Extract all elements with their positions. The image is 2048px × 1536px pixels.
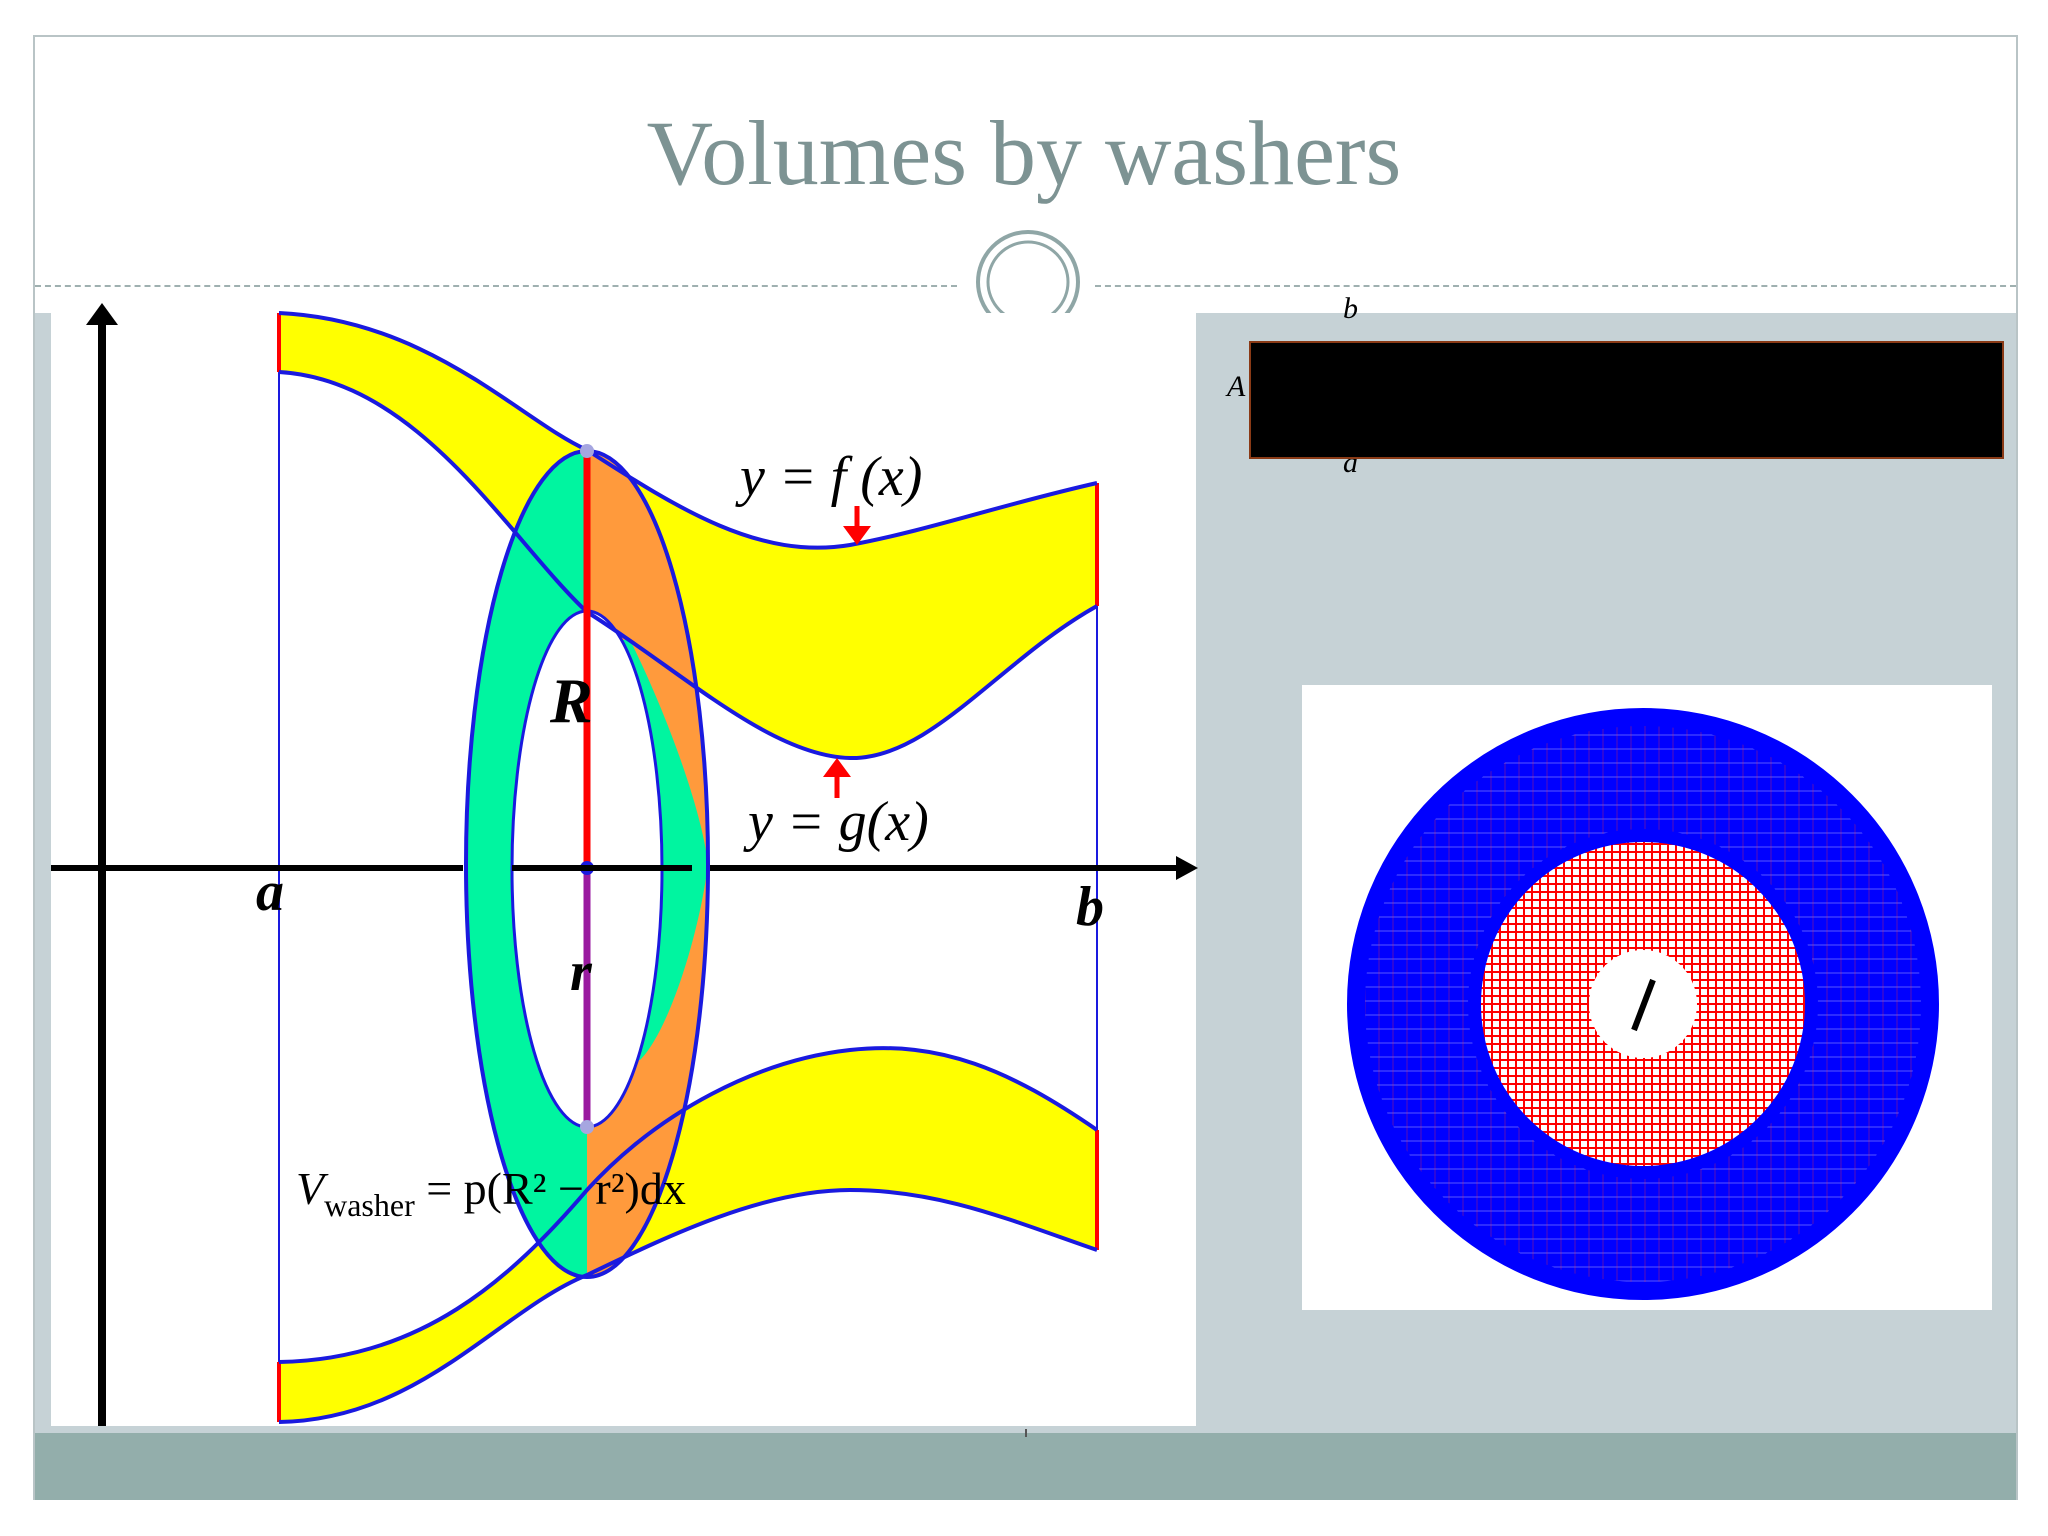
integral-left-char: A xyxy=(1227,370,1246,403)
curve-f-upper xyxy=(278,311,1098,550)
curve-f-lower xyxy=(278,1187,1098,1424)
f-arrow-icon xyxy=(843,526,871,545)
a-label: a xyxy=(256,861,284,923)
r-label: r xyxy=(570,941,593,1003)
center-axis-mark xyxy=(1631,978,1656,1032)
b-label: b xyxy=(1076,876,1104,938)
radius-top-dot xyxy=(580,444,594,458)
integral-upper-limit: b xyxy=(1343,292,1358,325)
curve-g-lower xyxy=(278,1046,1099,1364)
slide-title: Volumes by washers xyxy=(646,102,1402,204)
footer-bar xyxy=(35,1433,2016,1500)
upper-region xyxy=(279,313,1097,759)
formula-redaction-box xyxy=(1249,341,2004,459)
f-curve-label: y = f (x) xyxy=(735,446,922,508)
slide-marker xyxy=(1025,1429,1027,1437)
volume-formula-v: V xyxy=(296,1163,329,1214)
curve-g-upper xyxy=(278,370,1098,761)
volume-formula: Vwasher = p(R² − r²)dx xyxy=(296,1163,686,1223)
lower-region xyxy=(279,1048,1097,1422)
y-axis-arrow-icon xyxy=(86,303,118,325)
g-arrow-icon xyxy=(823,758,851,777)
radius-bottom-dot xyxy=(580,1120,594,1134)
volume-formula-sub: washer xyxy=(324,1187,415,1223)
g-curve-label: y = g(x) xyxy=(743,791,929,853)
x-axis-arrow-icon xyxy=(1176,856,1198,880)
outer-disc-rim xyxy=(1347,708,1939,1300)
volume-formula-rest: = p(R² − r²)dx xyxy=(415,1163,686,1214)
R-label: R xyxy=(549,665,593,736)
title-divider-left xyxy=(35,285,957,287)
title-divider-right xyxy=(1095,285,2016,287)
